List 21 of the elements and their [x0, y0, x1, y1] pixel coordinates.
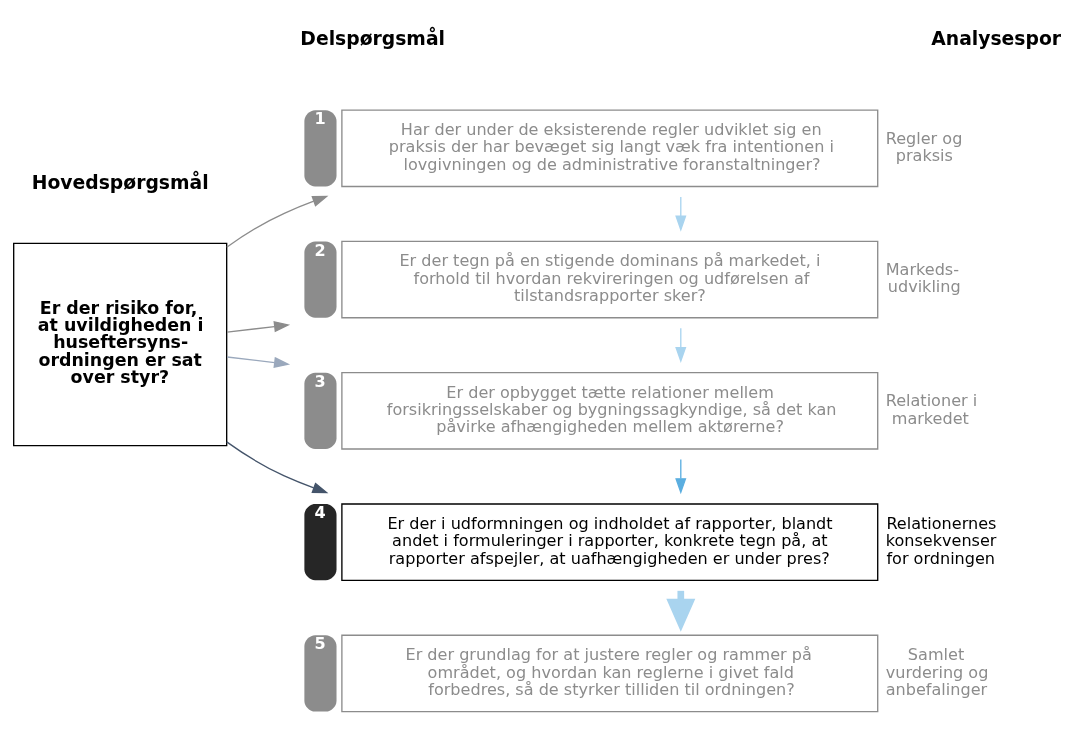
arrow — [675, 196, 687, 232]
node-label: 3 — [314, 371, 326, 391]
node-label: 1 — [314, 109, 326, 129]
label: Analysespor — [931, 27, 1062, 49]
node-label: 5 — [314, 634, 326, 654]
arrow — [675, 327, 687, 363]
arrow — [226, 321, 291, 333]
node-label: Regler og praksis — [885, 128, 963, 166]
arrow — [226, 356, 291, 369]
node-label: 2 — [314, 240, 326, 260]
node-label: Markeds-udvikling — [885, 260, 961, 297]
arrow — [226, 195, 329, 248]
label: Delspørgsmål — [300, 27, 445, 49]
label: Hovedspørgsmål — [31, 171, 209, 193]
arrow — [226, 441, 329, 494]
arrow — [675, 458, 687, 495]
node-label: 4 — [314, 503, 326, 523]
node-label: Relationer i markedet — [885, 391, 978, 428]
node-box: Er der risiko for, at uvildigheden i huseftersyns-ordningen er sat over styr? — [13, 242, 228, 447]
node-label: Samlet vurdering og anbefalinger — [885, 645, 989, 699]
node-label: Relationernes konsekvenser for ordningen — [885, 513, 997, 568]
